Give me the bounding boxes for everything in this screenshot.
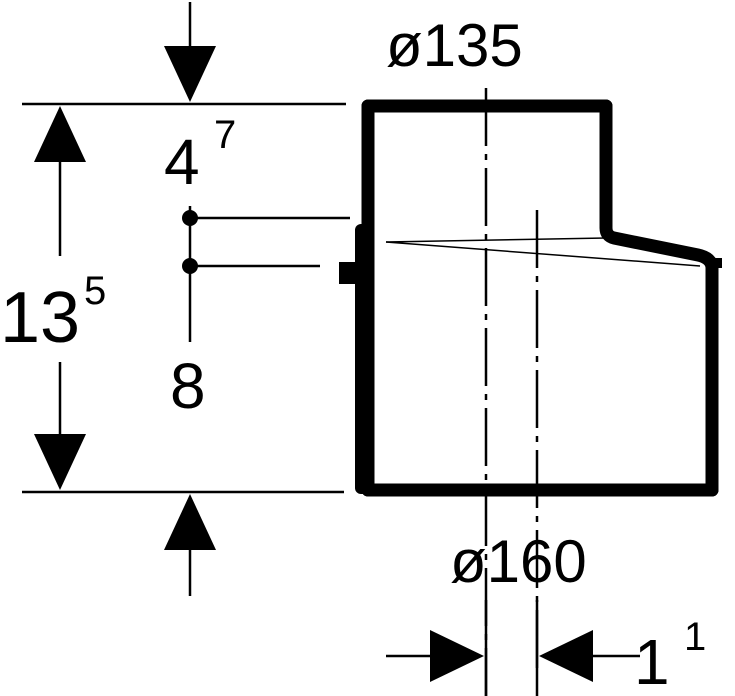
total-height-label: 13 <box>0 278 80 358</box>
inner-transition-lines <box>385 237 701 267</box>
pipe-right-nub <box>706 258 722 268</box>
transition-line-upper <box>385 237 607 243</box>
seg-arrow-up <box>164 494 216 550</box>
bottom-height-label: 8 <box>170 350 206 422</box>
pipe-left-nub <box>339 262 361 284</box>
offset-arrow-right <box>430 630 484 682</box>
offset-sup: 1 <box>684 615 706 659</box>
segment-height-dimension <box>164 2 216 596</box>
bottom-diameter-label: ø160 <box>450 528 587 595</box>
top-diameter-label: ø135 <box>386 12 523 79</box>
extension-lines <box>22 102 539 696</box>
total-height-sup: 5 <box>84 269 106 313</box>
seg-arrow-down <box>164 46 216 102</box>
top-height-sup: 7 <box>214 113 236 157</box>
offset-arrow-left <box>539 630 593 682</box>
total-height-dimension <box>34 106 86 490</box>
centerlines <box>484 88 539 696</box>
pipe-body <box>361 99 719 497</box>
total-height-arrow-down <box>34 434 86 490</box>
seg-dot-lower <box>182 258 198 274</box>
offset-dimension <box>386 630 640 682</box>
transition-line-lower <box>385 241 701 267</box>
pipe-left-bulge <box>355 224 369 494</box>
offset-label: 1 <box>634 626 670 696</box>
seg-dot-upper <box>182 210 198 226</box>
total-height-arrow-up <box>34 106 86 162</box>
top-height-label: 4 <box>164 126 200 198</box>
pipe-right-wall <box>599 99 719 497</box>
